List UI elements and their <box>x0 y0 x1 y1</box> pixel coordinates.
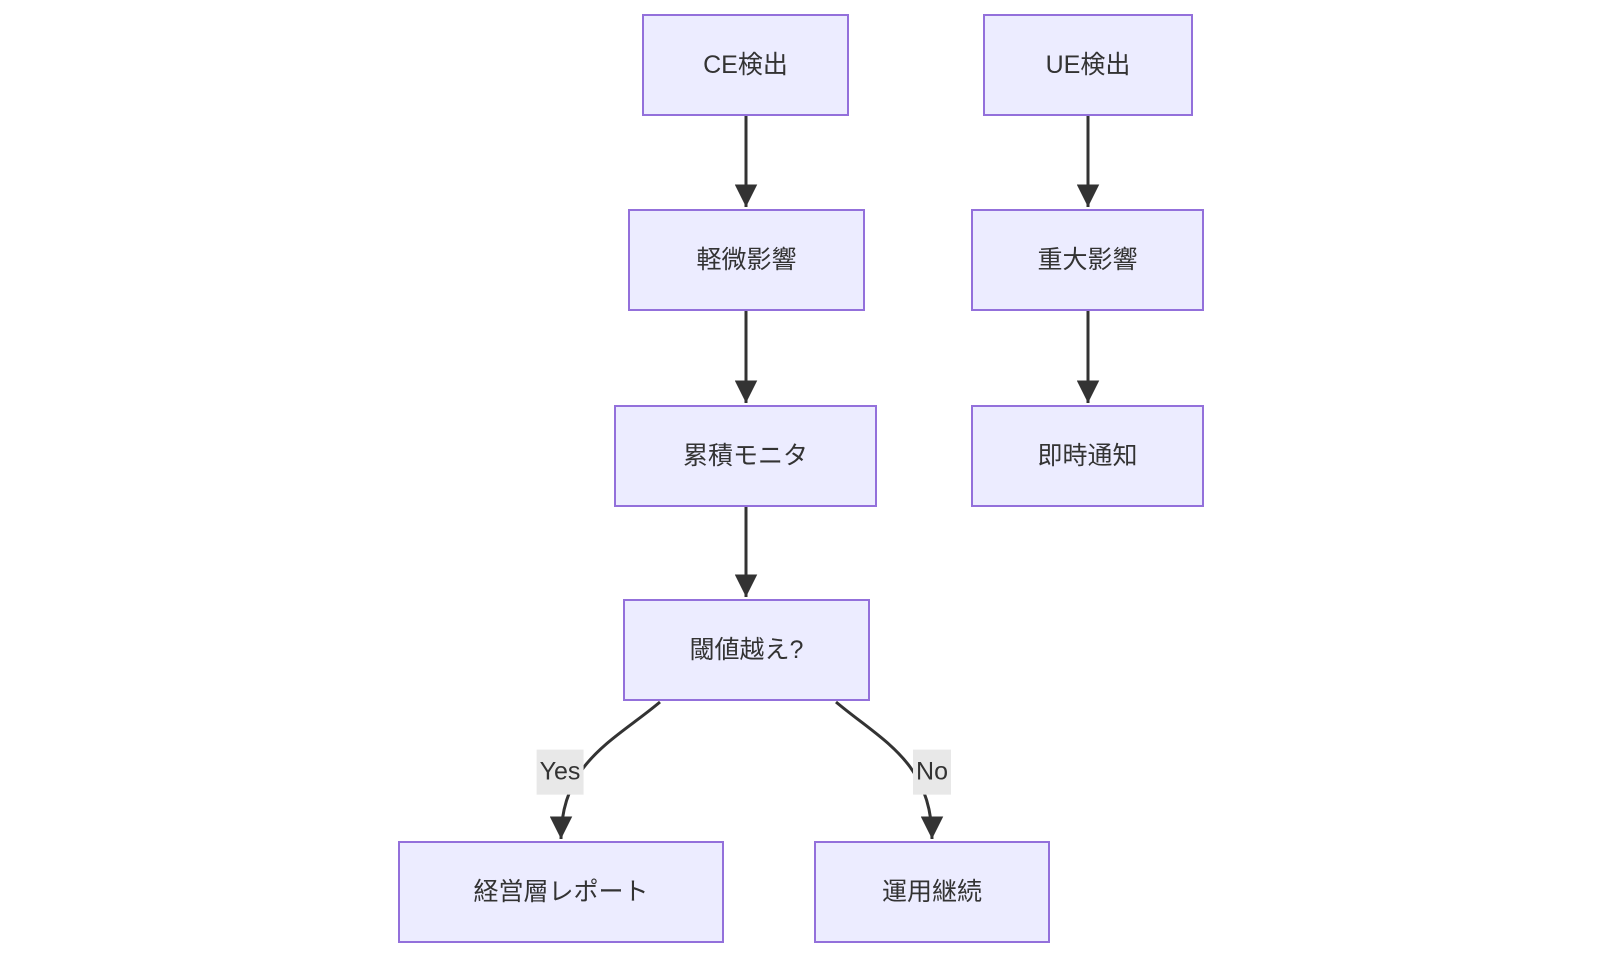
node-label: UE検出 <box>1045 51 1131 79</box>
edge-label-yes: Yes <box>536 749 584 795</box>
edge-threshold-yes-to-report <box>549 700 661 840</box>
edge-label-no: No <box>913 749 951 795</box>
node-label: 閾値越え? <box>689 636 804 664</box>
node-label: 経営層レポート <box>473 878 649 906</box>
node-ue-detect: UE検出 <box>983 14 1193 116</box>
node-threshold-decision: 閾値越え? <box>623 599 870 701</box>
node-label: 軽微影響 <box>696 246 797 274</box>
node-label: CE検出 <box>703 51 788 79</box>
node-label: 即時通知 <box>1037 442 1138 470</box>
node-minor-impact: 軽微影響 <box>628 209 865 311</box>
node-instant-notify: 即時通知 <box>971 405 1204 507</box>
node-label: 累積モニタ <box>682 442 808 470</box>
node-label: 重大影響 <box>1037 246 1138 274</box>
node-continue-operation: 運用継続 <box>814 841 1050 943</box>
node-ce-detect: CE検出 <box>642 14 849 116</box>
node-label: 運用継続 <box>881 878 982 906</box>
node-major-impact: 重大影響 <box>971 209 1204 311</box>
node-executive-report: 経営層レポート <box>398 841 724 943</box>
node-cumulative-monitor: 累積モニタ <box>614 405 877 507</box>
edge-threshold-no-to-continue <box>835 700 944 840</box>
